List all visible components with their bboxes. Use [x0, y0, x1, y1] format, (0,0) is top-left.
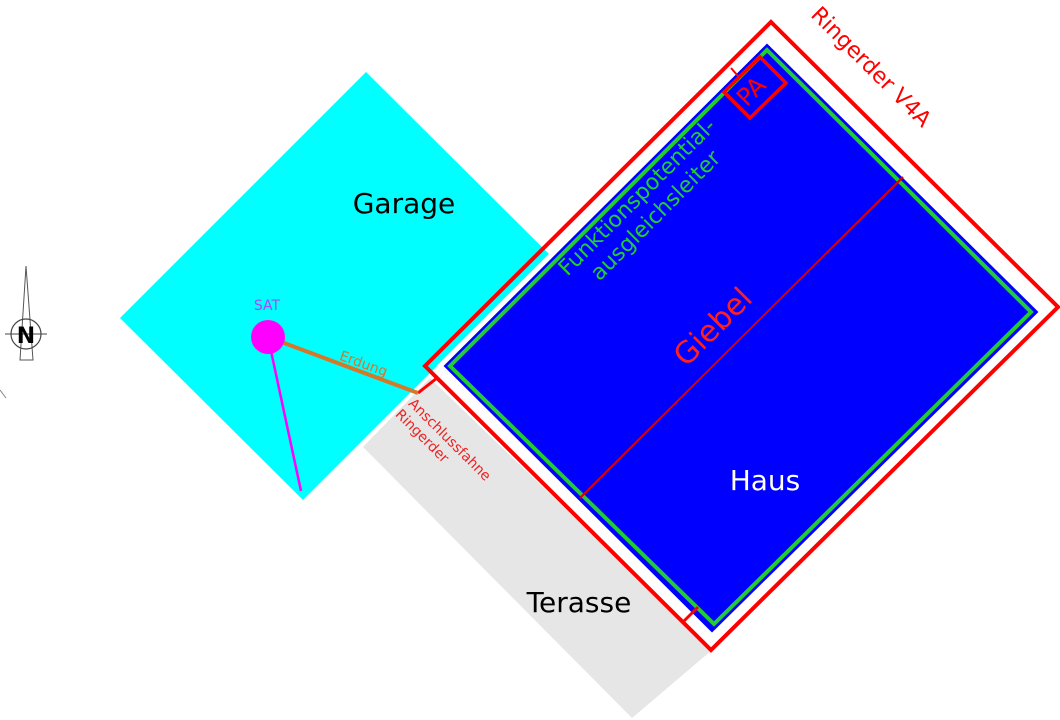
haus-label: Haus: [730, 464, 801, 497]
pa-box: [721, 54, 789, 121]
garage-label: Garage: [353, 187, 456, 220]
terasse-label: Terasse: [526, 586, 632, 619]
anschlussfahne: [417, 376, 438, 395]
funktionspotentialausgleichsleiter: [447, 47, 1034, 627]
giebel-line: [579, 176, 904, 499]
erdung-line: [267, 335, 419, 395]
ringerder-outline: [422, 19, 1060, 653]
pa-connector: [730, 67, 739, 77]
sat-dish: [251, 320, 285, 354]
sat-label: SAT: [254, 298, 281, 314]
sat-mast-line: [266, 336, 303, 492]
bottom-connector: [682, 605, 700, 623]
terasse-area: [363, 378, 712, 718]
north-arrow-icon: N: [0, 265, 47, 399]
compass-n-label: N: [17, 324, 35, 349]
garage-area: [120, 72, 549, 500]
